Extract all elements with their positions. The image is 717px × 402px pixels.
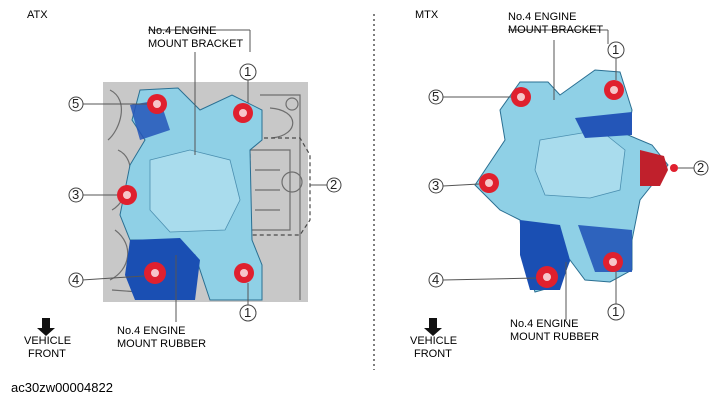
- mtx-bolt-5-center: [517, 93, 525, 101]
- atx-callout-4: [68, 272, 84, 288]
- mtx-callout-4-text: 4: [432, 272, 440, 287]
- atx-front-arrow-icon: [37, 318, 55, 336]
- atx-callout-4-text: 4: [72, 272, 80, 287]
- mtx-front-label-line2: FRONT: [414, 348, 452, 360]
- mtx-front-label-line1: VEHICLE: [410, 335, 458, 347]
- atx-bolt-4-center: [151, 269, 159, 277]
- atx-callout-5: [68, 96, 84, 112]
- atx-callout-1-bottom-text: 1: [244, 305, 252, 320]
- mtx-variant-label: MTX: [415, 9, 439, 21]
- atx-front-label-line2: FRONT: [28, 348, 66, 360]
- atx-callouts: [68, 63, 342, 322]
- atx-bracket-label-line2: MOUNT BRACKET: [148, 38, 244, 50]
- atx-variant-label: ATX: [27, 9, 48, 21]
- atx-callout-1-bottom: [239, 304, 257, 322]
- atx-callout-3-text: 3: [72, 187, 80, 202]
- mtx-mount-rubber: [520, 220, 570, 290]
- atx-callout-2-text: 2: [330, 177, 338, 192]
- mtx-leader-lines: [442, 29, 694, 320]
- atx-callout-1-top-text: 1: [244, 64, 252, 79]
- atx-bolt-5-center: [153, 100, 161, 108]
- mtx-front-arrow-icon: [424, 318, 442, 336]
- mtx-callout-4: [428, 272, 444, 288]
- mtx-rubber-top: [575, 112, 632, 138]
- atx-callout-5-text: 5: [72, 96, 80, 111]
- atx-rubber-label-line2: MOUNT RUBBER: [117, 338, 207, 350]
- atx-callout-1-top: [239, 63, 257, 81]
- mtx-callout-1-bottom: [607, 303, 625, 321]
- atx-callout-2: [326, 177, 342, 193]
- mtx-bracket-label-line2: MOUNT BRACKET: [508, 24, 604, 36]
- atx-illustration: [68, 29, 342, 322]
- mtx-illustration: [428, 29, 709, 321]
- atx-callout-3: [68, 187, 84, 203]
- figure-id: ac30zw00004822: [11, 380, 113, 395]
- atx-bracket-label-line1: No.4 ENGINE: [148, 25, 217, 37]
- mtx-rubber-label-line1: No.4 ENGINE: [510, 318, 579, 330]
- mtx-callout-5-text: 5: [432, 89, 440, 104]
- atx-dashed-part: [249, 137, 311, 236]
- atx-bolt-3-center: [123, 191, 131, 199]
- mtx-bolt-1-top-center: [610, 86, 618, 94]
- mtx-callouts: [428, 41, 709, 321]
- mtx-callout-2: [693, 160, 709, 176]
- mtx-callout-2-text: 2: [697, 160, 705, 175]
- mtx-callout-1-bottom-text: 1: [612, 304, 620, 319]
- atx-bolt-1-bottom-center: [240, 269, 248, 277]
- mtx-bolt-1-bottom-center: [609, 258, 617, 266]
- atx-leader-lines: [81, 29, 328, 322]
- mtx-bracket-label-line1: No.4 ENGINE: [508, 11, 577, 23]
- atx-bolt-1-top-center: [239, 109, 247, 117]
- mtx-callout-1-top: [607, 41, 625, 59]
- atx-front-label-line1: VEHICLE: [24, 335, 72, 347]
- mtx-bolt-2-housing: [640, 150, 668, 186]
- mtx-bracket-face: [534, 129, 626, 199]
- mtx-bolt-3-center: [485, 179, 493, 187]
- mtx-callout-3-text: 3: [432, 178, 440, 193]
- mtx-rubber-label-line2: MOUNT RUBBER: [510, 331, 600, 343]
- mtx-bolt-2: [670, 164, 678, 172]
- mtx-callout-5: [428, 89, 444, 105]
- mtx-callout-3: [428, 178, 444, 194]
- mtx-bolt-4-center: [543, 273, 551, 281]
- atx-bracket-face: [149, 149, 241, 233]
- mtx-callout-1-top-text: 1: [612, 42, 620, 57]
- atx-rubber-label-line1: No.4 ENGINE: [117, 325, 186, 337]
